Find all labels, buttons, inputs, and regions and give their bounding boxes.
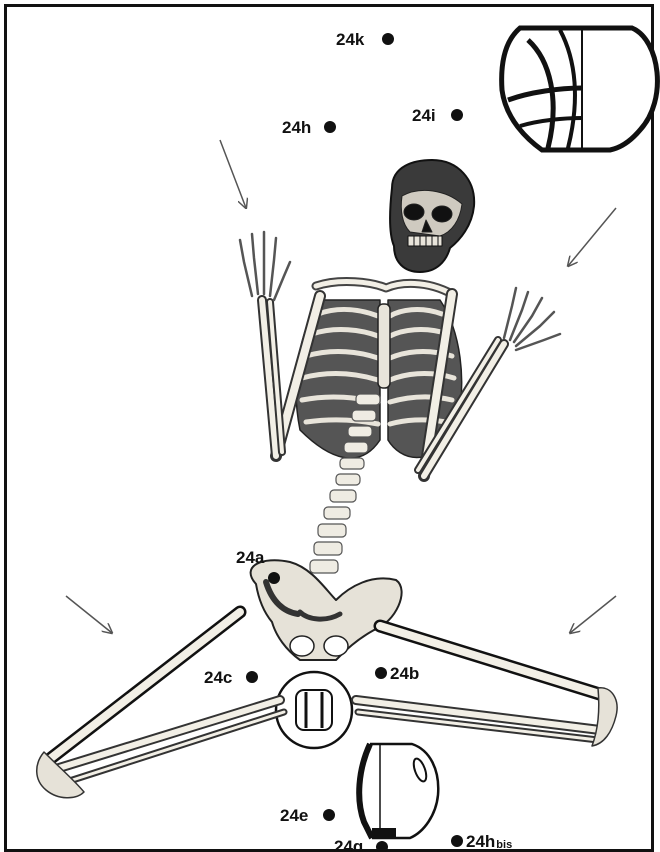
- marker-24b-dot: [375, 667, 387, 679]
- arrow-lower-left: [66, 596, 112, 633]
- label-24a: 24a: [236, 548, 265, 567]
- label-24e: 24e: [280, 806, 308, 825]
- marker-24k-dot: [382, 33, 394, 45]
- arrow-upper-left: [220, 140, 246, 208]
- arrow-upper-right: [568, 208, 616, 266]
- left-leg: [37, 612, 284, 798]
- label-24hbis-main: 24h: [466, 832, 495, 851]
- label-24c: 24c: [204, 668, 232, 687]
- left-hand: [240, 232, 290, 300]
- label-24hbis: 24hbis: [466, 832, 512, 851]
- marker-24g-dot: [376, 841, 388, 852]
- label-24b: 24b: [390, 664, 419, 683]
- right-leg: [356, 626, 617, 746]
- marker-24e-dot: [323, 809, 335, 821]
- skull: [390, 160, 474, 272]
- marker-24h-dot: [324, 121, 336, 133]
- right-hand: [504, 288, 560, 350]
- label-24i: 24i: [412, 106, 436, 125]
- label-24g: 24g: [334, 837, 363, 852]
- marker-24a-dot: [268, 572, 280, 584]
- marker-24hbis-dot: [451, 835, 463, 847]
- arrow-lower-right: [570, 596, 616, 633]
- vessel-top-right: [502, 28, 658, 150]
- label-24k: 24k: [336, 30, 365, 49]
- vessel-bottom: [359, 744, 438, 838]
- label-24h: 24h: [282, 118, 311, 137]
- marker-24i-dot: [451, 109, 463, 121]
- vessel-center-circle: [276, 672, 352, 748]
- marker-24c-dot: [246, 671, 258, 683]
- label-24hbis-sub: bis: [496, 839, 512, 851]
